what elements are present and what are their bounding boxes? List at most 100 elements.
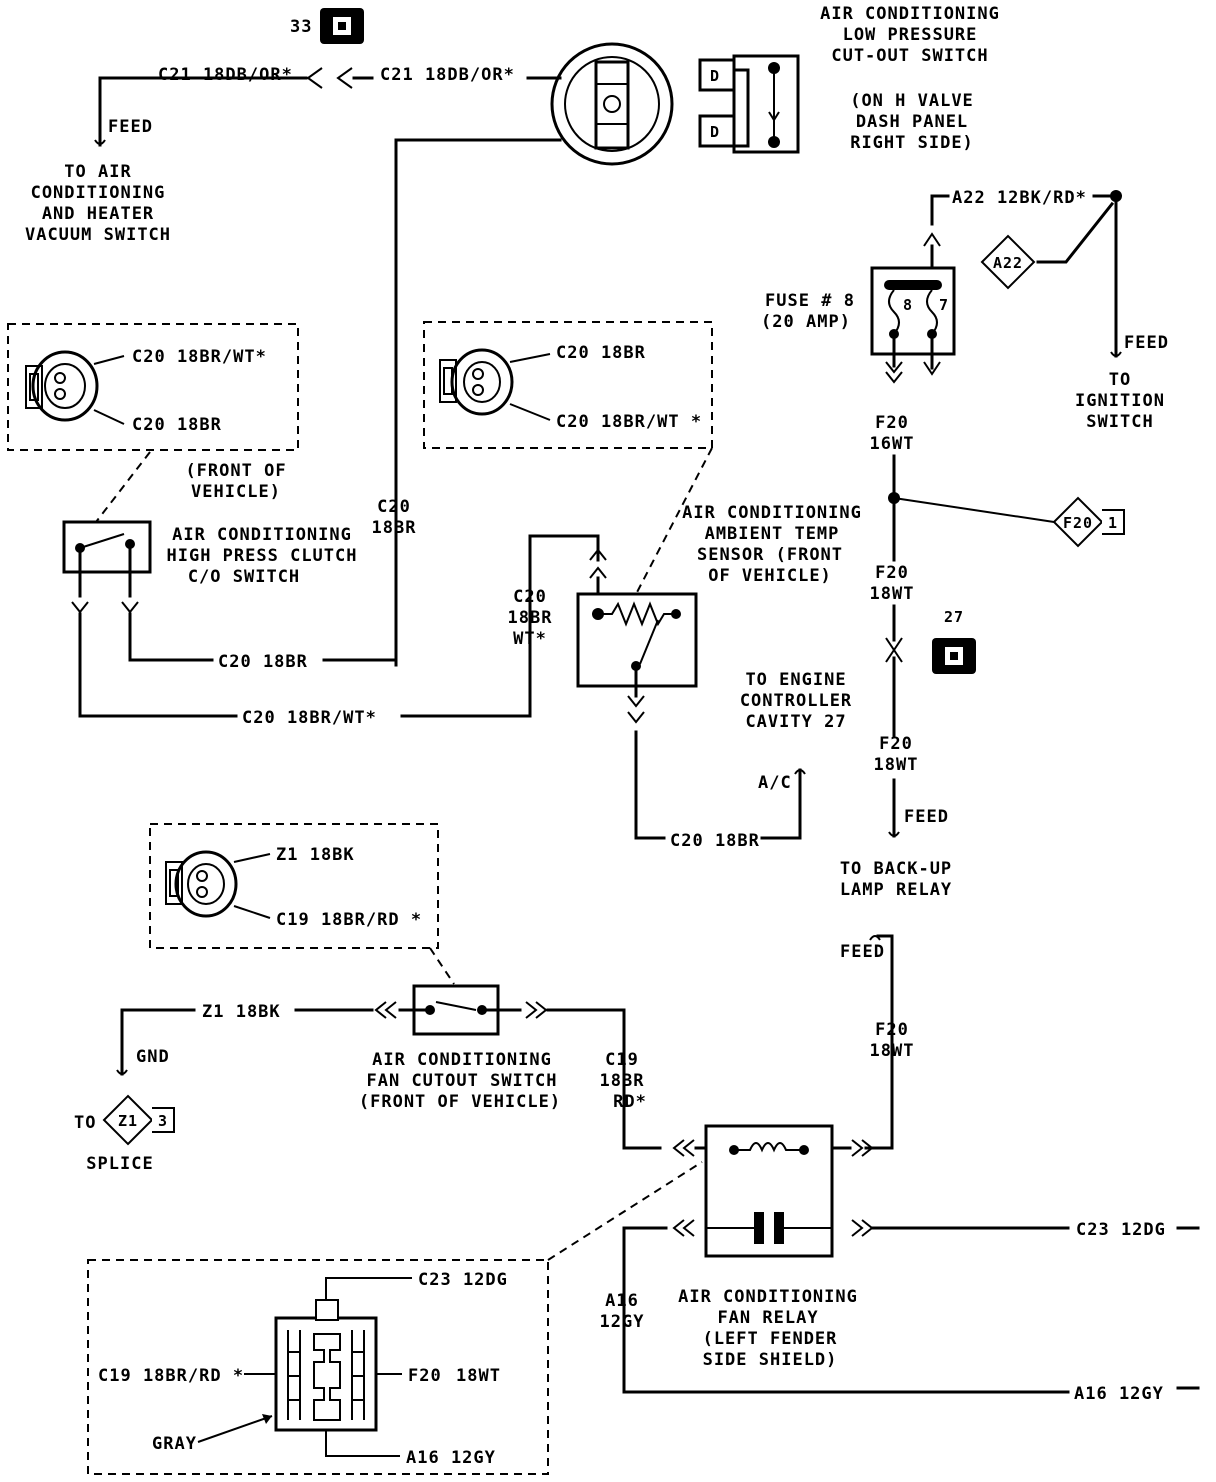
c20-18br-wt-hp-label: C20 18BR/WT* [132,347,267,367]
splice-a22-label: A22 [993,254,1023,272]
c23-12dg-label: C23 12DG [1076,1220,1166,1240]
high-press-title-1: AIR CONDITIONING [172,525,352,545]
a22-wire-label: A22 12BK/RD* [952,188,1087,208]
f20-18wt-c-1: F20 [875,1020,909,1040]
fan-relay-icon [704,1124,834,1258]
fuse-cavity-8: 8 [903,296,913,314]
low-pressure-title-3: CUT-OUT SWITCH [831,46,988,66]
c20-18br-hp-label: C20 18BR [132,415,222,435]
fan-relay-connector-detail [87,1259,549,1475]
vacuum-switch-dest-3: AND HEATER [42,204,154,224]
high-press-title-3: C/O SWITCH [188,567,300,587]
feed-relay-label: FEED [840,942,885,962]
fuse-label-1: FUSE # 8 [765,291,855,311]
fan-cutout-connector-detail [149,823,439,949]
f20-16wt-2: 16WT [870,434,915,454]
gnd-label: GND [136,1047,170,1067]
connector-33-number: 33 [290,17,312,37]
c21-left-label: C21 18DB/OR* [158,65,293,85]
ac-label: A/C [758,773,792,793]
fuse-label-2: (20 AMP) [761,312,851,332]
ignition-dest-2: IGNITION [1075,391,1165,411]
c20-18br-amb-label: C20 18BR [556,343,646,363]
a16-detail-label: A16 12GY [406,1448,496,1468]
cavity-d-bottom: D [710,123,720,141]
splice-z1-tag [102,1094,175,1146]
ignition-dest-1: TO [1109,370,1131,390]
ambient-title-2: AMBIENT TEMP [705,524,840,544]
low-pressure-location-1: (ON H VALVE [850,91,974,111]
c20-vert-wt-3: WT* [513,629,547,649]
ambient-title-1: AIR CONDITIONING [682,503,862,523]
f20-18wt-b-2: 18WT [874,755,919,775]
f20-18wt-b-1: F20 [879,734,913,754]
fuse-8-icon [870,266,956,356]
splice-label: SPLICE [86,1154,153,1174]
splice-f20-tag [1052,496,1125,548]
backup-lamp-dest-2: LAMP RELAY [840,880,952,900]
feed-ignition-label: FEED [1124,333,1169,353]
ambient-title-3: SENSOR (FRONT [697,545,843,565]
engine-controller-dest-2: CONTROLLER [740,691,852,711]
c19-vert-3: RD* [613,1092,647,1112]
low-pressure-title-1: AIR CONDITIONING [820,4,1000,24]
low-pressure-location-3: RIGHT SIDE) [850,133,974,153]
hp-front-of-vehicle-2: VEHICLE) [191,482,281,502]
low-pressure-location-2: DASH PANEL [856,112,968,132]
c19-relay-detail-label: C19 18BR/RD * [98,1366,244,1386]
high-press-connector-detail [7,323,299,451]
f20-18wt-a-2: 18WT [870,584,915,604]
a16-vert-2: 12GY [600,1312,645,1332]
c20-vert-1: C20 [377,497,411,517]
splice-to-label: TO [74,1113,96,1133]
low-pressure-title-2: LOW PRESSURE [843,25,978,45]
connector-27-number: 27 [944,608,964,626]
splice-a22-tag [980,234,1036,290]
f20-relay-detail-label: F20 [408,1366,442,1386]
fan-relay-title-3: (LEFT FENDER [703,1329,838,1349]
c19-vert-2: 18BR [600,1071,645,1091]
c20-vert-2: 18BR [372,518,417,538]
z1-18bk-detail-label: Z1 18BK [276,845,355,865]
high-press-title-2: HIGH PRESS CLUTCH [167,546,358,566]
f20-18wt-a-1: F20 [875,563,909,583]
vacuum-switch-dest-2: CONDITIONING [31,183,166,203]
z1-18bk-label: Z1 18BK [202,1002,281,1022]
fan-relay-connector-icon [274,1299,378,1432]
splice-f20-label: F20 [1063,514,1093,532]
a16-12gy-label: A16 12GY [1074,1384,1164,1404]
ambient-connector-icon [439,348,551,421]
fan-cutout-title-3: (FRONT OF VEHICLE) [359,1092,561,1112]
f20-18wt-c-2: 18WT [870,1041,915,1061]
ambient-connector-detail [423,321,713,449]
fan-cutout-title-1: AIR CONDITIONING [372,1050,552,1070]
feed-backup-label: FEED [904,807,949,827]
c19-vert-1: C19 [605,1050,639,1070]
fan-relay-title-2: FAN RELAY [717,1308,818,1328]
splice-z1-label: Z1 [118,1112,138,1130]
gray-label: GRAY [152,1434,197,1454]
c19-detail-label: C19 18BR/RD * [276,910,422,930]
c20-vert-wt-1: C20 [513,587,547,607]
splice-z1-number: 3 [158,1112,168,1130]
engine-controller-dest-3: CAVITY 27 [745,712,846,732]
vacuum-switch-dest-4: VACUUM SWITCH [25,225,171,245]
engine-controller-dest-1: TO ENGINE [745,670,846,690]
c20-18br-wt-amb-label: C20 18BR/WT * [556,412,702,432]
ignition-dest-3: SWITCH [1086,412,1153,432]
c21-right-label: C21 18DB/OR* [380,65,515,85]
f20-relay-detail-gauge: 18WT [456,1366,501,1386]
vacuum-switch-dest-1: TO AIR [64,162,131,182]
fan-relay-title-1: AIR CONDITIONING [678,1287,858,1307]
c20-vert-wt-2: 18BR [508,608,553,628]
high-press-connector-icon [25,350,125,425]
f20-16wt-1: F20 [875,413,909,433]
hp-front-of-vehicle-1: (FRONT OF [185,461,286,481]
low-pressure-connector-icon [698,54,800,154]
splice-f20-number: 1 [1108,514,1118,532]
c20-18br-wt-loop-label: C20 18BR/WT* [242,708,377,728]
fan-relay-title-4: SIDE SHIELD) [703,1350,838,1370]
high-press-clutch-switch-icon [62,520,152,574]
c23-detail-label: C23 12DG [418,1270,508,1290]
c20-18br-ecm-label: C20 18BR [670,831,760,851]
